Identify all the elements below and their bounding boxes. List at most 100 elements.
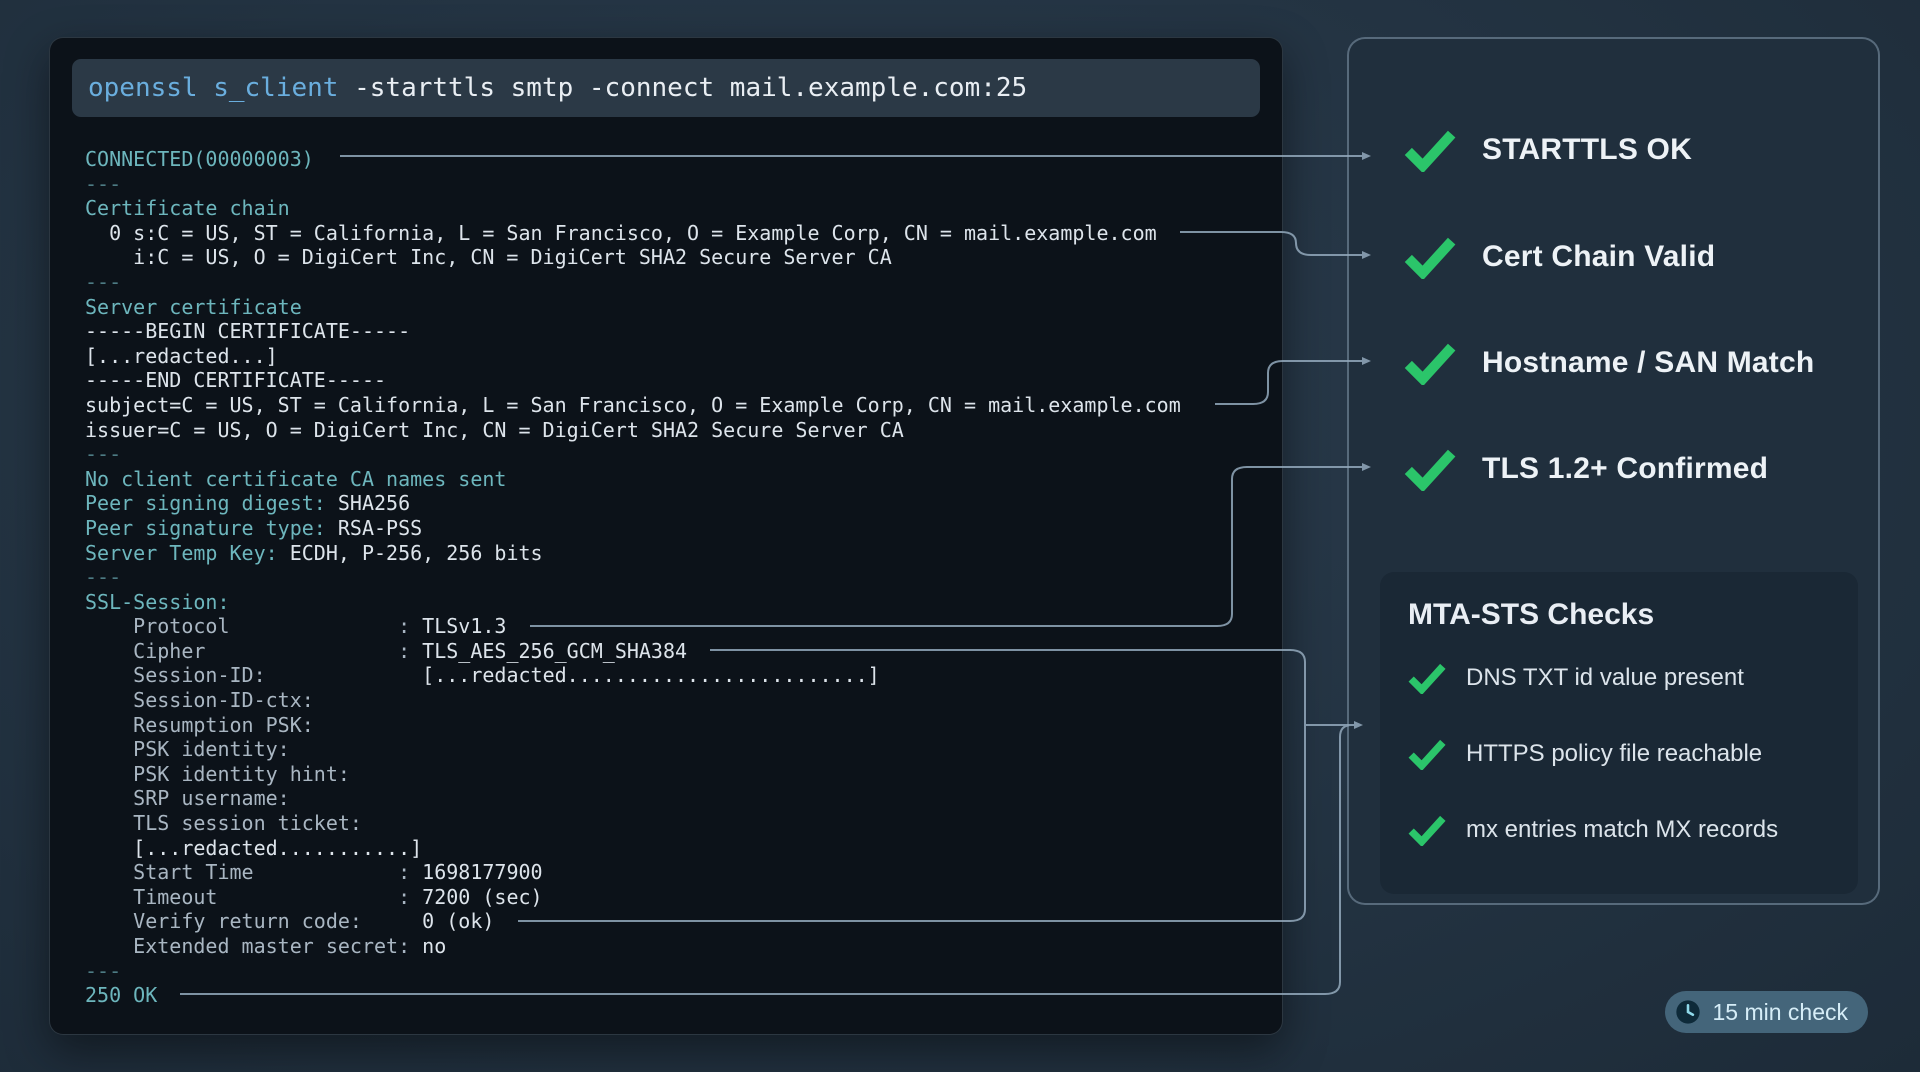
terminal-text-segment: -----BEGIN CERTIFICATE-----	[85, 319, 411, 344]
terminal-line: TLS session ticket:	[85, 811, 1276, 836]
mta-item-label: mx entries match MX records	[1466, 816, 1779, 843]
clock-icon	[1676, 1000, 1701, 1024]
terminal-line: i:C = US, O = DigiCert Inc, CN = DigiCer…	[85, 245, 1276, 270]
terminal-line: Server Temp Key: ECDH, P-256, 256 bits	[85, 541, 1276, 566]
check-label: Hostname / SAN Match	[1482, 346, 1815, 379]
terminal-line: Cipher : TLS_AES_256_GCM_SHA384	[85, 639, 1276, 664]
check-label: Cert Chain Valid	[1482, 240, 1716, 273]
terminal-text-segment: Session-ID:	[85, 663, 423, 688]
terminal-text-segment: Certificate chain	[85, 196, 290, 221]
terminal-line: 0 s:C = US, ST = California, L = San Fra…	[85, 221, 1276, 246]
terminal-line: Peer signing digest: SHA256	[85, 491, 1276, 516]
terminal-line: subject=C = US, ST = California, L = San…	[85, 393, 1276, 418]
check-icon	[1404, 130, 1456, 172]
terminal-line: Certificate chain	[85, 196, 1276, 221]
terminal-line: CONNECTED(00000003)	[85, 147, 1276, 172]
terminal-text-segment: ---	[85, 958, 122, 983]
terminal-text-segment: [...redacted...]	[85, 343, 278, 368]
terminal-window: openssl s_client -starttls smtp -connect…	[49, 37, 1283, 1035]
terminal-text-segment: 1698177900	[422, 860, 543, 885]
terminal-line: [...redacted...........]	[85, 836, 1276, 861]
terminal-text-segment: TLS_AES_256_GCM_SHA384	[422, 638, 688, 663]
terminal-line: Start Time : 1698177900	[85, 860, 1276, 885]
terminal-text-segment: no	[422, 934, 447, 958]
terminal-text-segment: RSA-PSS	[337, 515, 423, 540]
check-label: TLS 1.2+ Confirmed	[1482, 452, 1769, 485]
terminal-text-segment: ---	[85, 171, 122, 196]
terminal-text-segment: Resumption PSK:	[85, 712, 314, 737]
terminal-line: PSK identity hint:	[85, 762, 1276, 787]
mta-item-label: DNS TXT id value present	[1466, 664, 1744, 691]
terminal-text-segment: issuer=C = US, O = DigiCert Inc, CN = Di…	[85, 417, 904, 442]
terminal-line: SRP username:	[85, 786, 1276, 811]
terminal-line: 250 OK	[85, 983, 1276, 1008]
terminal-line: ---	[85, 959, 1276, 984]
terminal-text-segment: Server Temp Key:	[85, 540, 290, 565]
terminal-text-segment: Cipher :	[85, 638, 423, 663]
terminal-line: [...redacted...]	[85, 344, 1276, 369]
terminal-text-segment: 7200 (sec)	[422, 884, 543, 909]
terminal-line: Server certificate	[85, 295, 1276, 320]
check-icon	[1404, 449, 1456, 491]
mta-check-item: DNS TXT id value present	[1408, 662, 1830, 694]
mta-sts-title: MTA-STS Checks	[1408, 598, 1655, 631]
terminal-line: ---	[85, 565, 1276, 590]
check-label: STARTTLS OK	[1482, 133, 1692, 166]
terminal-text-segment: 0 (ok)	[422, 909, 495, 934]
terminal-text-segment: ---	[85, 442, 122, 467]
terminal-text-segment: Timeout :	[85, 884, 423, 909]
check-row-cert-chain-valid: Cert Chain Valid	[1404, 227, 1715, 287]
check-row-starttls-ok: STARTTLS OK	[1404, 120, 1692, 180]
terminal-line: PSK identity:	[85, 737, 1276, 762]
terminal-text-segment: [...redacted.........................]	[422, 663, 880, 688]
terminal-line: issuer=C = US, O = DigiCert Inc, CN = Di…	[85, 418, 1276, 443]
check-row-hostname-san-match: Hostname / SAN Match	[1404, 333, 1814, 393]
mta-check-item: HTTPS policy file reachable	[1408, 738, 1830, 770]
terminal-text-segment: No client certificate CA names sent	[85, 466, 507, 491]
terminal-text-segment: subject=C = US, ST = California, L = San…	[85, 392, 1181, 417]
terminal-text-segment: SRP username:	[85, 786, 290, 811]
command-bar: openssl s_client -starttls smtp -connect…	[72, 59, 1260, 117]
check-icon	[1408, 815, 1446, 846]
check-icon	[1408, 739, 1446, 770]
terminal-text-segment: 0 s:C = US, ST = California, L = San Fra…	[85, 220, 1157, 245]
interval-badge: 15 min check	[1665, 991, 1868, 1033]
terminal-text-segment: Peer signature type:	[85, 515, 338, 540]
terminal-text-segment: TLSv1.3	[422, 614, 507, 639]
check-row-tls-1-2-confirmed: TLS 1.2+ Confirmed	[1404, 439, 1768, 499]
terminal-text-segment: Peer signing digest:	[85, 491, 338, 516]
command-arguments: -starttls smtp -connect mail.example.com…	[338, 73, 1028, 103]
terminal-line: Timeout : 7200 (sec)	[85, 885, 1276, 910]
terminal-line: Session-ID-ctx:	[85, 688, 1276, 713]
terminal-text-segment: CONNECTED(00000003)	[85, 147, 314, 171]
terminal-line: No client certificate CA names sent	[85, 467, 1276, 492]
terminal-line: -----BEGIN CERTIFICATE-----	[85, 319, 1276, 344]
terminal-line: Peer signature type: RSA-PSS	[85, 516, 1276, 541]
terminal-line: ---	[85, 270, 1276, 295]
check-icon	[1404, 343, 1456, 385]
terminal-text-segment: ---	[85, 269, 122, 294]
terminal-text-segment: PSK identity:	[85, 737, 290, 762]
mta-item-label: HTTPS policy file reachable	[1466, 740, 1763, 767]
terminal-text-segment: ECDH, P-256, 256 bits	[289, 540, 543, 565]
terminal-line: ---	[85, 172, 1276, 197]
terminal-text-segment: Session-ID-ctx:	[85, 688, 314, 713]
terminal-text-segment: PSK identity hint:	[85, 761, 350, 786]
terminal-line: Session-ID: [...redacted................…	[85, 663, 1276, 688]
terminal-text-segment: SHA256	[337, 491, 411, 516]
terminal-line: Extended master secret: no	[85, 934, 1276, 959]
terminal-text-segment: TLS session ticket:	[85, 811, 362, 836]
terminal-text-segment: Protocol :	[85, 614, 423, 639]
check-icon	[1404, 237, 1456, 279]
command-highlight: openssl s_client	[88, 73, 339, 103]
terminal-text-segment: [...redacted...........]	[85, 835, 423, 860]
terminal-line: Verify return code: 0 (ok)	[85, 909, 1276, 934]
terminal-line: Resumption PSK:	[85, 713, 1276, 738]
terminal-line: ---	[85, 442, 1276, 467]
terminal-text-segment: Extended master secret:	[85, 934, 423, 958]
terminal-line: SSL-Session:	[85, 590, 1276, 615]
terminal-line: -----END CERTIFICATE-----	[85, 368, 1276, 393]
